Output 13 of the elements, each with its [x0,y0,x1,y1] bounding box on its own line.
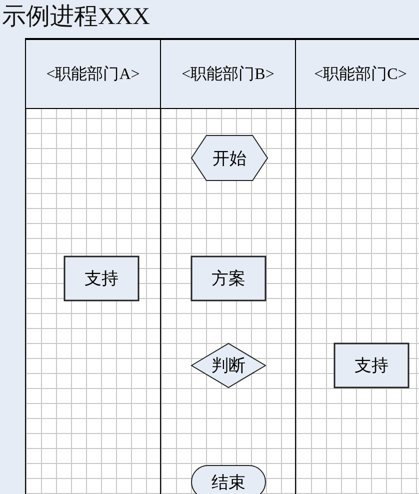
start-hexagon: 开始 [191,135,268,181]
swimlane [295,38,419,494]
diagram-title: 示例进程XXX [2,3,150,32]
end-terminator: 结束 [191,465,266,494]
process-box: 支持 [334,343,409,388]
lane-header: <职能部门B> [182,64,274,84]
process-box: 方案 [191,256,266,301]
lane-header: <职能部门A> [46,64,140,84]
lane-header: <职能部门C> [314,64,407,84]
decision-diamond: 判断 [191,343,266,388]
process-box: 支持 [64,256,139,301]
swimlane [160,38,295,494]
swimlane [25,38,160,494]
